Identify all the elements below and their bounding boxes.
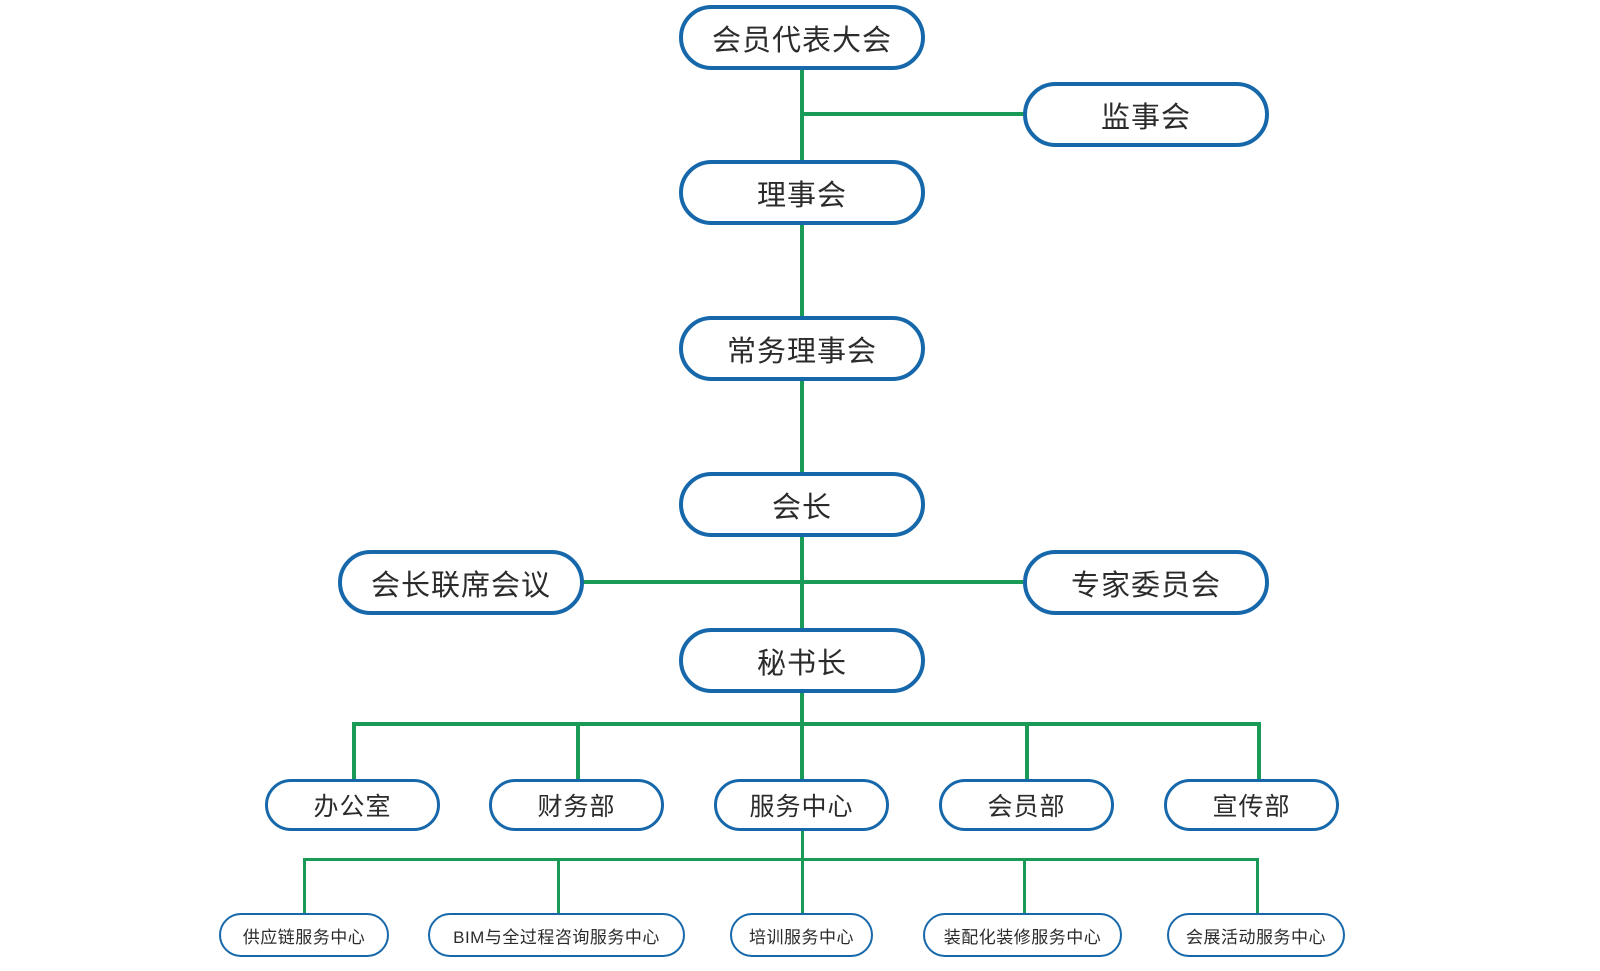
node-expert-committee[interactable]: 专家委员会 bbox=[1023, 550, 1269, 615]
connector-department-bus bbox=[352, 722, 1261, 726]
node-member-assembly[interactable]: 会员代表大会 bbox=[679, 5, 925, 70]
node-president[interactable]: 会长 bbox=[679, 472, 925, 537]
node-service-training[interactable]: 培训服务中心 bbox=[730, 913, 873, 957]
connector-bus-to-service-5 bbox=[1256, 858, 1259, 913]
node-service-supply-chain[interactable]: 供应链服务中心 bbox=[219, 913, 389, 957]
node-department-office[interactable]: 办公室 bbox=[265, 779, 440, 831]
node-service-bim-consulting[interactable]: BIM与全过程咨询服务中心 bbox=[428, 913, 685, 957]
node-standing-council[interactable]: 常务理事会 bbox=[679, 316, 925, 381]
connector-bus-to-service-1 bbox=[303, 858, 306, 913]
connector-council-to-standing-council bbox=[800, 222, 804, 320]
connector-bus-to-department-4 bbox=[1025, 722, 1029, 780]
connector-bus-to-department-3 bbox=[800, 722, 804, 780]
node-department-finance[interactable]: 财务部 bbox=[489, 779, 664, 831]
connector-service-center-bus bbox=[303, 858, 1258, 861]
node-service-prefab-decoration[interactable]: 装配化装修服务中心 bbox=[923, 913, 1122, 957]
connector-secretary-general-drop bbox=[800, 690, 804, 726]
connector-president-lateral-bar bbox=[583, 580, 1023, 584]
node-department-publicity[interactable]: 宣传部 bbox=[1164, 779, 1339, 831]
connector-service-center-drop bbox=[801, 831, 804, 861]
connector-bus-to-department-5 bbox=[1257, 722, 1261, 780]
connector-bus-to-department-1 bbox=[352, 722, 356, 780]
node-secretary-general[interactable]: 秘书长 bbox=[679, 628, 925, 693]
node-department-service-center[interactable]: 服务中心 bbox=[714, 779, 889, 831]
node-department-membership[interactable]: 会员部 bbox=[939, 779, 1114, 831]
connector-standing-council-to-president bbox=[800, 378, 804, 475]
node-service-exhibition[interactable]: 会展活动服务中心 bbox=[1167, 913, 1345, 957]
node-president-joint-meeting[interactable]: 会长联席会议 bbox=[338, 550, 584, 615]
connector-assembly-to-council bbox=[800, 68, 804, 164]
node-supervisory-board[interactable]: 监事会 bbox=[1023, 82, 1269, 147]
connector-bus-to-service-4 bbox=[1023, 858, 1026, 913]
connector-assembly-to-supervisory bbox=[800, 112, 1024, 116]
connector-bus-to-department-2 bbox=[576, 722, 580, 780]
connector-bus-to-service-2 bbox=[557, 858, 560, 913]
node-council[interactable]: 理事会 bbox=[679, 160, 925, 225]
connector-bus-to-service-3 bbox=[801, 858, 804, 913]
